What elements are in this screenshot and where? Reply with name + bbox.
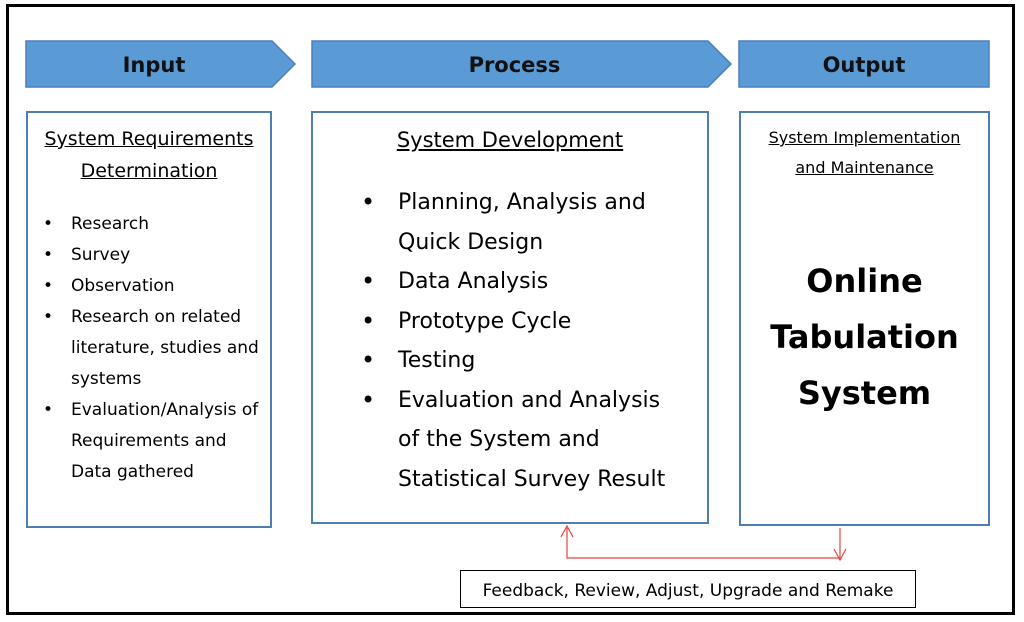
output-box-heading: System Implementation and Maintenance — [741, 123, 988, 183]
list-item: Research — [43, 209, 271, 240]
list-item: Observation — [43, 271, 271, 302]
input-box: System Requirements Determination Resear… — [26, 111, 272, 528]
process-stage-label: Process — [468, 53, 561, 77]
diagram-frame — [6, 4, 1015, 615]
feedback-label: Feedback, Review, Adjust, Upgrade and Re… — [482, 581, 894, 601]
output-title-line-3: System — [797, 374, 932, 412]
feedback-box: Feedback, Review, Adjust, Upgrade and Re… — [460, 570, 916, 608]
list-item: Evaluation and Analysis of the System an… — [361, 381, 671, 500]
output-box: System Implementation and Maintenance On… — [739, 111, 990, 526]
output-heading-line-2: and Maintenance — [795, 158, 934, 177]
list-item: Testing — [361, 341, 671, 381]
input-heading-line-2: Determination — [80, 160, 218, 182]
list-item: Data Analysis — [361, 262, 671, 302]
process-box: System Development Planning, Analysis an… — [311, 111, 709, 524]
list-item: Evaluation/Analysis of Requirements and … — [43, 395, 271, 488]
list-item: Research on related literature, studies … — [43, 302, 271, 395]
list-item: Prototype Cycle — [361, 302, 671, 342]
list-item: Planning, Analysis and Quick Design — [361, 183, 671, 262]
output-title-line-1: Online — [806, 262, 923, 300]
output-stage-label: Output — [822, 53, 906, 77]
input-heading-line-1: System Requirements — [44, 128, 254, 150]
process-box-heading: System Development — [396, 128, 624, 152]
output-title: Online Tabulation System — [741, 253, 988, 421]
output-title-line-2: Tabulation — [770, 318, 959, 356]
input-stage-label: Input — [122, 53, 186, 77]
input-box-heading: System Requirements Determination — [28, 123, 270, 187]
input-list: Research Survey Observation Research on … — [43, 209, 271, 488]
output-heading-line-1: System Implementation — [768, 128, 961, 147]
list-item: Survey — [43, 240, 271, 271]
process-list: Planning, Analysis and Quick Design Data… — [361, 183, 671, 499]
